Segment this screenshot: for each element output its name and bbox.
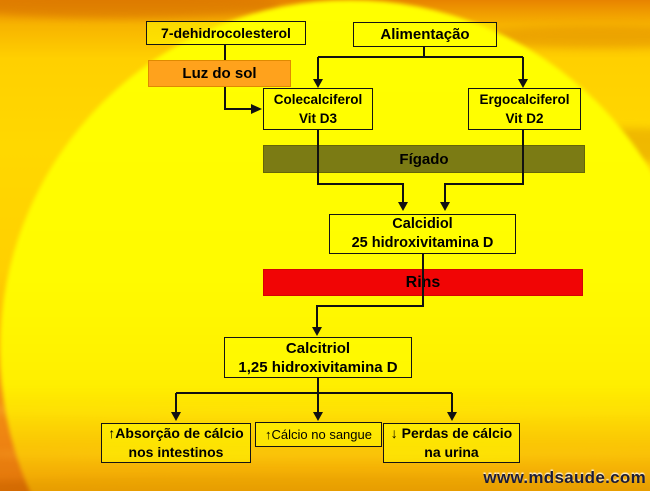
node-absorcao-line2: nos intestinos: [128, 444, 224, 460]
arrowhead-down-calcidiol-left: [398, 202, 408, 211]
node-colecalciferol-line1: Colecalciferol: [273, 92, 363, 107]
connector-calcitriol-split: [175, 378, 453, 412]
bar-figado-label: Fígado: [399, 150, 449, 168]
node-perdas-line2: na urina: [424, 444, 479, 460]
arrowhead-down-sangue: [313, 412, 323, 421]
node-calcitriol: Calcitriol 1,25 hidroxivitamina D: [224, 337, 412, 378]
node-calcidiol: Calcidiol 25 hidroxivitamina D: [329, 214, 516, 254]
node-calcio-no-sangue-label: ↑Cálcio no sangue: [265, 427, 372, 442]
arrowhead-down-calcidiol-right: [440, 202, 450, 211]
node-ergocalciferol-line2: Vit D2: [505, 111, 544, 126]
sky-streak: [0, 402, 650, 418]
arrowhead-down-absorcao: [171, 412, 181, 421]
bar-rins: Rins: [263, 269, 583, 296]
sky-streak: [0, 0, 280, 18]
node-luz-do-sol-label: Luz do sol: [182, 65, 257, 82]
node-alimentacao-label: Alimentação: [380, 26, 470, 43]
node-calcidiol-line2: 25 hidroxivitamina D: [351, 235, 494, 251]
arrowhead-down-colecalciferol: [313, 79, 323, 88]
watermark-url-text: www.mdsaude.com: [483, 468, 646, 487]
connector-alimentacao-split: [317, 47, 524, 79]
bar-figado: Fígado: [263, 145, 585, 173]
node-calcio-no-sangue: ↑Cálcio no sangue: [255, 422, 382, 447]
arrowhead-right-colecalciferol: [251, 104, 262, 114]
bar-rins-label: Rins: [405, 273, 441, 291]
node-ergocalciferol-vit-d2: Ergocalciferol Vit D2: [468, 88, 581, 130]
node-calcidiol-line1: Calcidiol: [392, 216, 453, 232]
node-luz-do-sol: Luz do sol: [148, 60, 291, 87]
node-colecalciferol-vit-d3: Colecalciferol Vit D3: [263, 88, 373, 130]
node-alimentacao: Alimentação: [353, 22, 497, 47]
arrowhead-down-calcitriol: [312, 327, 322, 336]
arrowhead-down-ergocalciferol: [518, 79, 528, 88]
node-calcitriol-line1: Calcitriol: [285, 339, 351, 357]
sky-streak: [470, 26, 650, 48]
node-colecalciferol-line2: Vit D3: [298, 111, 337, 126]
node-calcitriol-line2: 1,25 hidroxivitamina D: [238, 358, 398, 376]
node-7-dehidrocolesterol-label: 7-dehidrocolesterol: [161, 24, 291, 41]
node-ergocalciferol-line1: Ergocalciferol: [479, 92, 570, 107]
arrowhead-down-perdas: [447, 412, 457, 421]
node-absorcao-de-calcio: ↑Absorção de cálcio nos intestinos: [101, 423, 251, 463]
node-perdas-line1: ↓ Perdas de cálcio: [390, 425, 513, 441]
node-perdas-de-calcio: ↓ Perdas de cálcio na urina: [383, 423, 520, 463]
node-absorcao-line1: ↑Absorção de cálcio: [108, 425, 244, 441]
sky-streak: [0, 448, 650, 460]
node-7-dehidrocolesterol: 7-dehidrocolesterol: [146, 21, 306, 45]
